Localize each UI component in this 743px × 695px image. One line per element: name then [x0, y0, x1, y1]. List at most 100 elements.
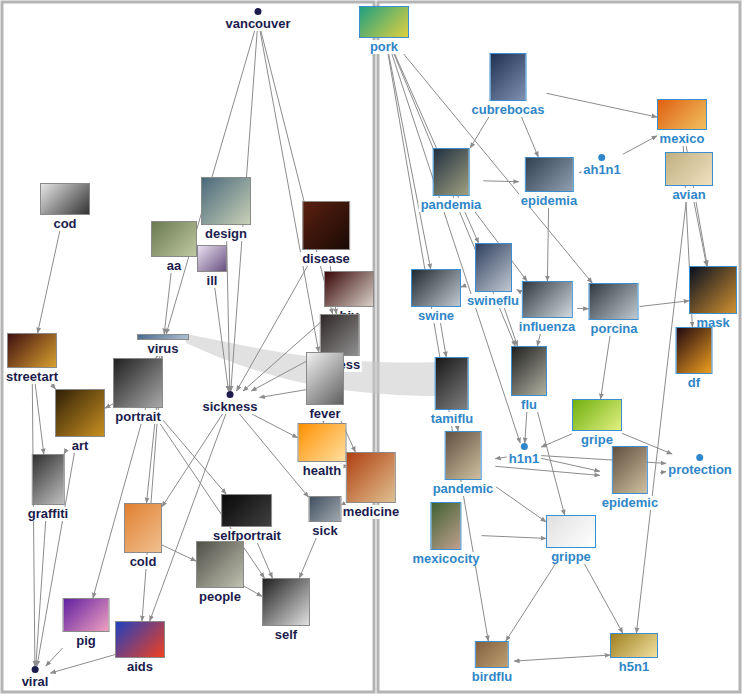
tag-dot	[598, 154, 605, 161]
tag-link	[537, 334, 540, 346]
tag-link	[470, 117, 489, 148]
thumbnail	[63, 598, 110, 632]
thumbnail	[546, 515, 596, 548]
tag-link	[260, 31, 319, 352]
tag-link	[522, 117, 539, 157]
tag-link	[694, 202, 707, 266]
tag-node: h1n1	[507, 443, 541, 466]
tag-label: grippe	[549, 550, 593, 564]
thumbnail	[433, 148, 470, 196]
tag-link	[299, 538, 316, 578]
thumbnail	[524, 157, 573, 192]
tag-node: pig	[63, 598, 110, 648]
tag-link	[215, 288, 229, 391]
thumbnail	[612, 446, 648, 494]
tag-label: aa	[165, 259, 183, 273]
tag-label: medicine	[341, 505, 401, 519]
thumbnail	[610, 633, 658, 658]
tag-link	[395, 54, 479, 243]
thumbnail	[445, 431, 482, 480]
thumbnail	[359, 6, 409, 38]
tag-label: porcina	[589, 322, 640, 336]
tag-label: art	[70, 439, 91, 453]
tag-node: cubrebocas	[470, 53, 547, 117]
tag-link	[389, 54, 431, 269]
tag-link	[50, 655, 115, 674]
tag-node: portrait	[113, 358, 163, 424]
tag-dot	[254, 8, 261, 15]
thumbnail	[7, 333, 57, 368]
tag-label: influenza	[517, 320, 577, 334]
tag-label: gripe	[579, 433, 615, 447]
thumbnail	[474, 243, 511, 292]
thumbnail	[197, 245, 227, 272]
tag-node: epidemic	[600, 446, 660, 510]
tag-link	[495, 457, 507, 459]
tag-link	[261, 31, 333, 314]
tag-node: aids	[115, 621, 165, 674]
tag-link	[525, 412, 527, 443]
thumbnail	[511, 346, 547, 396]
tag-label: ill	[205, 274, 220, 288]
tag-link	[640, 301, 690, 307]
thumbnail	[657, 99, 707, 130]
tag-node: mexico	[657, 99, 707, 146]
tag-label: pork	[368, 40, 400, 54]
thumbnail	[475, 641, 509, 668]
tag-label: people	[197, 590, 243, 604]
tag-link	[441, 323, 447, 357]
tag-link	[237, 266, 308, 391]
tag-node: ill	[197, 245, 227, 288]
tag-link	[35, 384, 44, 454]
tag-node: design	[201, 177, 251, 241]
tag-node: tamiflu	[429, 357, 476, 426]
tag-node: cod	[40, 183, 90, 231]
tag-link	[164, 273, 171, 334]
tag-node: grippe	[546, 515, 596, 564]
tag-link	[483, 180, 519, 182]
tag-link	[482, 536, 546, 539]
tag-label: cold	[128, 555, 159, 569]
left-panel	[2, 2, 374, 692]
thumbnail	[151, 221, 197, 257]
tag-label: pandemia	[419, 198, 484, 212]
tag-node: pandemia	[419, 148, 484, 212]
tag-link	[577, 308, 588, 309]
thumbnail	[302, 201, 350, 250]
thumbnail	[113, 358, 163, 408]
tag-label: pandemic	[431, 482, 496, 496]
tag-link	[227, 241, 230, 391]
tag-link	[252, 414, 298, 438]
tag-label: protection	[666, 463, 734, 477]
tag-label: sick	[310, 524, 339, 538]
tag-label: h5n1	[617, 660, 651, 674]
thumbnail	[298, 423, 347, 462]
thumbnail	[137, 334, 189, 340]
tag-label: viral	[20, 675, 51, 689]
tag-label: swineflu	[465, 294, 521, 308]
thumbnail	[201, 177, 251, 225]
tag-link	[506, 564, 556, 641]
tag-label: mexicocity	[410, 552, 481, 566]
thumbnail	[309, 496, 342, 522]
tag-dot	[521, 443, 528, 450]
tag-link	[162, 414, 223, 507]
tag-label: fever	[307, 407, 342, 421]
tag-node: art	[55, 389, 105, 453]
tag-label: design	[203, 227, 249, 241]
tag-node: virus	[137, 334, 189, 356]
thumbnail	[196, 541, 244, 588]
tag-link	[105, 404, 113, 408]
tag-label: health	[301, 464, 343, 478]
tag-link	[162, 545, 196, 561]
tag-node: swineflu	[465, 243, 521, 308]
thumbnail	[55, 389, 105, 437]
thumbnail	[222, 494, 273, 527]
tag-link	[388, 54, 488, 641]
tag-node: streetart	[4, 333, 60, 384]
tag-link	[538, 412, 565, 515]
tag-link	[504, 308, 517, 346]
tag-label: flu	[519, 398, 539, 412]
thumbnail	[665, 152, 713, 186]
